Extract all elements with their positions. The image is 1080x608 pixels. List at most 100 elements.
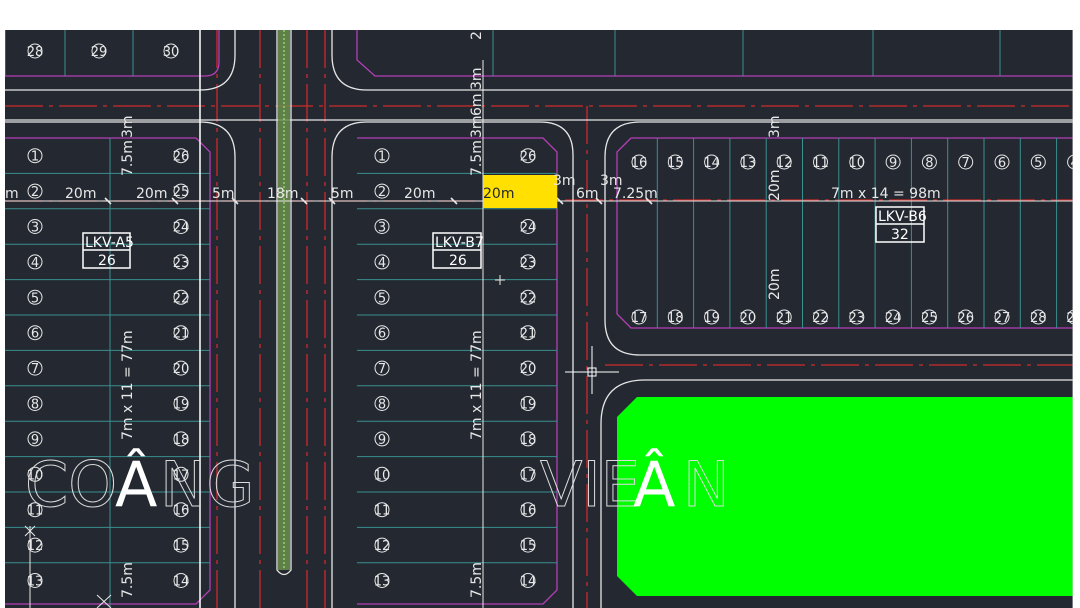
block-b6-lot-bottom-5[interactable]: 21 xyxy=(776,309,793,326)
block-a-top-lot-3-circle xyxy=(163,43,179,59)
block-b6-lot-bottom-2[interactable]: 18 xyxy=(667,309,684,326)
block-b6-lot-top-1[interactable]: 16 xyxy=(631,154,648,171)
right-margin xyxy=(1073,0,1080,608)
block-a-lot-right-7-number: 20 xyxy=(173,362,190,377)
block_a-boundary xyxy=(5,137,211,605)
block-b-lot-left-10[interactable]: 10 xyxy=(374,466,391,483)
block-b-lot-right-13[interactable]: 14 xyxy=(520,573,537,590)
block-b6-lot-top-7[interactable]: 10 xyxy=(849,154,866,171)
block-a-lot-left-9-circle xyxy=(27,431,43,447)
block-a-lot-left-12[interactable]: 12 xyxy=(27,537,44,554)
block-b-lot-right-8[interactable]: 19 xyxy=(520,396,537,413)
block-b-lot-right-11[interactable]: 16 xyxy=(520,502,537,519)
block-b6-lot-bottom-9[interactable]: 25 xyxy=(921,309,938,326)
block-a-dim-top3: 3m xyxy=(120,115,136,138)
block-b6-lot-bottom-3[interactable]: 19 xyxy=(703,309,720,326)
block-b6-lot-top-8[interactable]: 9 xyxy=(885,154,901,171)
crosshair-cursor[interactable] xyxy=(565,346,619,394)
block-b-lot-right-10[interactable]: 17 xyxy=(520,466,537,483)
block-a-lot-right-3[interactable]: 24 xyxy=(173,219,190,236)
block-a-lot-left-1[interactable]: 1 xyxy=(27,148,43,165)
block-b-lot-left-12[interactable]: 12 xyxy=(374,537,391,554)
block-b6-lot-bottom-6[interactable]: 22 xyxy=(812,309,829,326)
block-lkv-a5[interactable]: 1 26 2 25 3 24 4 23 5 22 6 21 7 20 8 19 9 18 10 17 11 16 12 15 1… xyxy=(5,43,211,608)
block-b-lot-left-1[interactable]: 1 xyxy=(374,148,390,165)
block-a-lot-right-11[interactable]: 16 xyxy=(173,502,190,519)
block-a-lot-right-1[interactable]: 26 xyxy=(173,148,190,165)
block-a-lot-right-2[interactable]: 25 xyxy=(173,183,190,200)
block-b-lot-left-4[interactable]: 4 xyxy=(374,254,390,271)
block-a-top-lot-2[interactable]: 29 xyxy=(91,43,108,60)
block-b6-lot-bottom-8[interactable]: 24 xyxy=(885,309,902,326)
block-b6-lot-bottom-1[interactable]: 17 xyxy=(631,309,648,326)
block-a-lot-right-13[interactable]: 14 xyxy=(173,573,190,590)
block-b6-lot-top-3[interactable]: 14 xyxy=(703,154,720,171)
block-a-lot-left-4-number: 4 xyxy=(31,256,39,271)
block-b-lot-left-7[interactable]: 7 xyxy=(374,360,390,377)
block-b-lot-left-3[interactable]: 3 xyxy=(374,219,390,236)
block-a-lot-left-13[interactable]: 13 xyxy=(27,573,44,590)
block-b6-lot-top-9[interactable]: 8 xyxy=(921,154,937,171)
block-b6-lot-bottom-11[interactable]: 27 xyxy=(994,309,1011,326)
block-b6-lot-top-2[interactable]: 15 xyxy=(667,154,684,171)
block-b-lot-left-13[interactable]: 13 xyxy=(374,573,391,590)
block-b6-lot-top-10[interactable]: 7 xyxy=(958,154,974,171)
block-a-lot-left-9[interactable]: 9 xyxy=(27,431,43,448)
block-a-lot-left-4-circle xyxy=(27,254,43,270)
block-b6-lot-top-12[interactable]: 5 xyxy=(1030,154,1046,171)
block-b-lot-left-6[interactable]: 6 xyxy=(374,325,390,342)
block-a-lot-right-8[interactable]: 19 xyxy=(173,396,190,413)
block-a-lot-right-4[interactable]: 23 xyxy=(173,254,190,271)
block-b-lot-left-8[interactable]: 8 xyxy=(374,396,390,413)
block-a-lot-left-6[interactable]: 6 xyxy=(27,325,43,342)
block-a-top-lot-1[interactable]: 28 xyxy=(27,43,44,60)
block-b-lot-right-5[interactable]: 22 xyxy=(520,289,537,306)
block-b6-lot-bottom-7[interactable]: 23 xyxy=(849,309,866,326)
block-b-lot-left-1-number: 1 xyxy=(378,150,386,165)
block-b6-lot-bottom-4[interactable]: 20 xyxy=(740,309,757,326)
block-b-lot-right-9[interactable]: 18 xyxy=(520,431,537,448)
block-b-lot-left-2[interactable]: 2 xyxy=(374,183,390,200)
block-b6-lot-bottom-13[interactable]: 29 xyxy=(1066,309,1073,326)
block-a-lot-left-5[interactable]: 5 xyxy=(27,289,43,306)
block-a-lot-right-5[interactable]: 22 xyxy=(173,289,190,306)
block-a-lot-right-9[interactable]: 18 xyxy=(173,431,190,448)
block-a-lot-left-1-circle xyxy=(27,148,43,164)
block-b6-lot-top-10-circle xyxy=(958,154,974,170)
block-a-lot-left-7[interactable]: 7 xyxy=(27,360,43,377)
block-b6-lot-top-11[interactable]: 6 xyxy=(994,154,1010,171)
block-b6-lot-bottom-5-number: 21 xyxy=(776,311,793,326)
block-a-lot-left-3[interactable]: 3 xyxy=(27,219,43,236)
block-b6-lot-top-4[interactable]: 13 xyxy=(740,154,757,171)
block-a-lot-left-4[interactable]: 4 xyxy=(27,254,43,271)
block-a-lot-right-3-circle xyxy=(173,219,189,234)
block-b6-lot-top-5[interactable]: 12 xyxy=(776,154,793,171)
block-a-lot-right-10[interactable]: 17 xyxy=(173,466,190,483)
block-a-lot-left-10[interactable]: 10 xyxy=(27,466,44,483)
block-a-lot-left-11[interactable]: 11 xyxy=(27,502,44,519)
block-b-lot-right-6[interactable]: 21 xyxy=(520,325,537,342)
block-b6-lot-top-3-number: 14 xyxy=(703,156,720,171)
block-b6-lot-top-13[interactable]: 4 xyxy=(1067,154,1073,171)
block-top-left xyxy=(5,30,220,77)
block-b-lot-right-7[interactable]: 20 xyxy=(520,360,537,377)
block-a-lot-left-8[interactable]: 8 xyxy=(27,396,43,413)
block-b6-lot-bottom-11-number: 27 xyxy=(994,311,1011,326)
selected-dimension-highlight[interactable] xyxy=(483,175,557,208)
block-b-lot-left-5[interactable]: 5 xyxy=(374,289,390,306)
block-b-lot-right-12[interactable]: 15 xyxy=(520,537,537,554)
block-b-lot-left-9[interactable]: 9 xyxy=(374,431,390,448)
block-a-lot-left-2[interactable]: 2 xyxy=(27,183,43,200)
block-b-lot-right-3[interactable]: 24 xyxy=(520,219,537,236)
block-b6-lot-top-6[interactable]: 11 xyxy=(812,154,829,171)
block-a-lot-right-7[interactable]: 20 xyxy=(173,360,190,377)
block-a-lot-right-12[interactable]: 15 xyxy=(173,537,190,554)
block-b-lot-left-11[interactable]: 11 xyxy=(374,502,391,519)
block-a-top-lot-3[interactable]: 30 xyxy=(163,43,180,60)
block-b6-lot-bottom-10[interactable]: 26 xyxy=(957,309,974,326)
block-b-lot-right-4[interactable]: 23 xyxy=(520,254,537,271)
block-b6-lot-bottom-12[interactable]: 28 xyxy=(1030,309,1047,326)
block-b-lot-right-1[interactable]: 26 xyxy=(520,148,537,165)
block-a-lot-right-6[interactable]: 21 xyxy=(173,325,190,342)
